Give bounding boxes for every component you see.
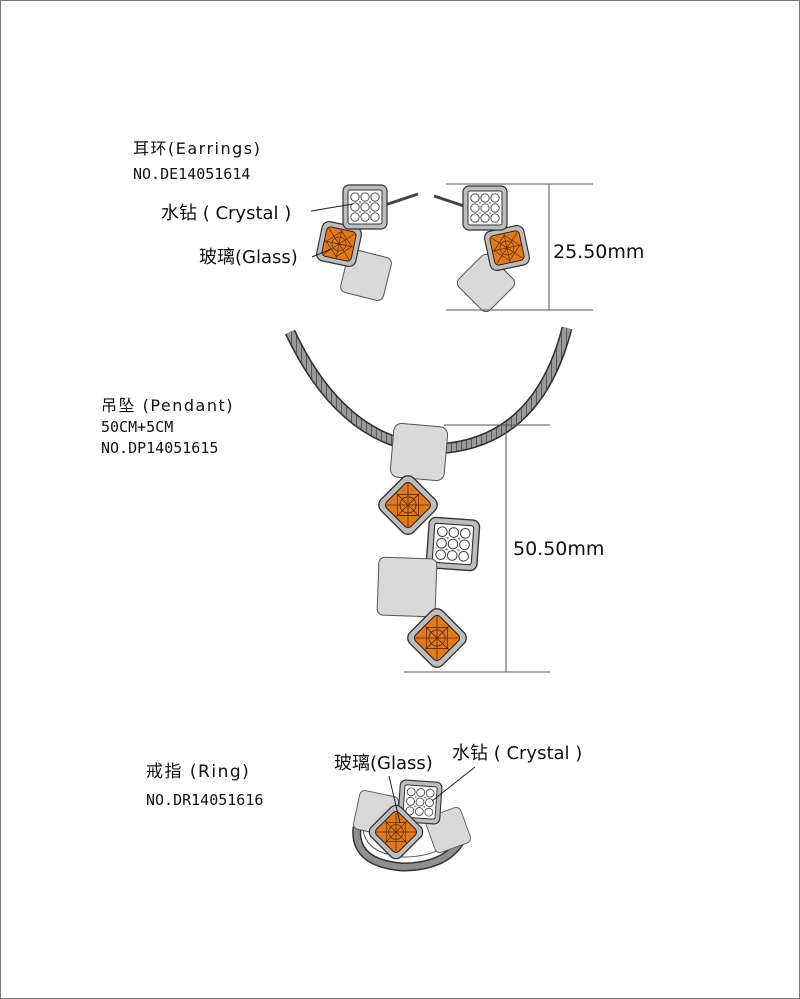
left-ear-post — [384, 192, 419, 207]
ring-section: 戒指 (Ring) NO.DR14051616 玻璃(Glass) 水钻 ( C… — [146, 743, 582, 872]
earrings-number: NO.DE14051614 — [133, 165, 250, 183]
earrings-glass-label: 玻璃(Glass) — [199, 247, 298, 268]
earrings-dimension: 25.50mm — [446, 183, 644, 311]
earrings-glass-leader — [311, 248, 332, 258]
ring-glass-leader — [388, 775, 401, 824]
earrings-title: 耳环(Earrings) — [133, 139, 261, 158]
earrings-crystal-label: 水钻 ( Crystal ) — [161, 203, 291, 224]
pendant-lower-plain-tile — [376, 556, 438, 618]
pendant-dimension: 50.50mm — [404, 424, 604, 673]
left-earring — [314, 184, 419, 303]
earrings-dimension-value: 25.50mm — [553, 241, 644, 263]
pendant-title: 吊坠 (Pendant) — [101, 396, 234, 415]
ring-band — [353, 826, 466, 871]
left-earring-crystal-pave — [342, 184, 388, 230]
ring-crystal-label: 水钻 ( Crystal ) — [452, 743, 582, 764]
right-earring-glass-stone — [482, 223, 532, 273]
ring-glass-label: 玻璃(Glass) — [334, 753, 433, 774]
pendant-dimension-value: 50.50mm — [513, 538, 604, 560]
right-earring — [433, 185, 532, 315]
earrings-section: 耳环(Earrings) NO.DE14051614 水钻 ( Crystal … — [133, 139, 644, 315]
pendant-section: 吊坠 (Pendant) 50CM+5CM NO.DP14051615 50.5… — [101, 326, 604, 673]
earrings-crystal-leader — [310, 203, 354, 212]
pendant-number: NO.DP14051615 — [101, 439, 218, 457]
ring-crystal-leader — [431, 766, 476, 802]
pendant-chain-length: 50CM+5CM — [101, 418, 173, 436]
ring-title: 戒指 (Ring) — [146, 762, 250, 782]
right-ear-post — [433, 194, 468, 209]
ring-number: NO.DR14051616 — [146, 791, 263, 809]
pendant-top-plain-tile — [389, 422, 449, 482]
right-earring-crystal-pave — [462, 185, 508, 231]
